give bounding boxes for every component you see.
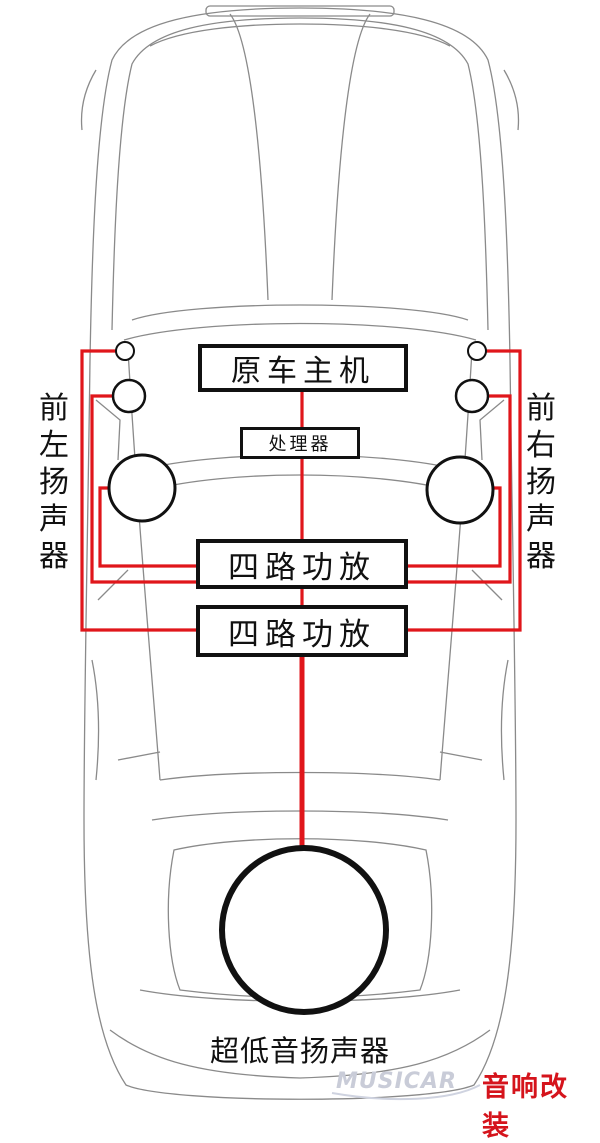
wire-right-inner: [408, 486, 502, 568]
subwoofer-icon: [219, 845, 389, 1015]
wire-right-mid: [408, 394, 512, 584]
amplifier-front-box: 四路功放: [196, 539, 408, 589]
head-unit-box: 原车主机: [198, 344, 408, 392]
right-woofer-icon: [425, 455, 495, 525]
subwoofer-label: 超低音扬声器: [209, 1034, 390, 1068]
car-outline-illustration: [80, 5, 522, 1100]
left-woofer-icon: [107, 453, 177, 523]
right-midrange-icon: [454, 378, 490, 414]
watermark-chinese: 音响改装: [482, 1072, 569, 1142]
left-midrange-icon: [111, 378, 147, 414]
amplifier-rear-box: 四路功放: [196, 605, 408, 657]
wire-left-inner: [98, 486, 196, 568]
wiring: [80, 349, 522, 848]
watermark-logo: MUSICAR 音响改装: [330, 1063, 596, 1142]
right-tweeter-icon: [467, 341, 487, 361]
speakers: [107, 341, 495, 1015]
processor-box: 处理器: [240, 427, 360, 459]
watermark-latin: MUSICAR: [336, 1069, 457, 1094]
front-right-speaker-label: 前右扬声器: [526, 391, 556, 574]
front-left-speaker-label: 前左扬声器: [39, 391, 69, 574]
wire-left-outer: [80, 349, 196, 632]
wiring-diagram: 原车主机 处理器 四路功放 四路功放 前左扬声器 前右扬声器 超低音扬声器 MU…: [39, 5, 596, 1142]
left-tweeter-icon: [115, 341, 135, 361]
wire-left-mid: [90, 394, 196, 584]
wire-right-outer: [408, 349, 522, 632]
watermark-swoosh-icon: [331, 1084, 481, 1101]
